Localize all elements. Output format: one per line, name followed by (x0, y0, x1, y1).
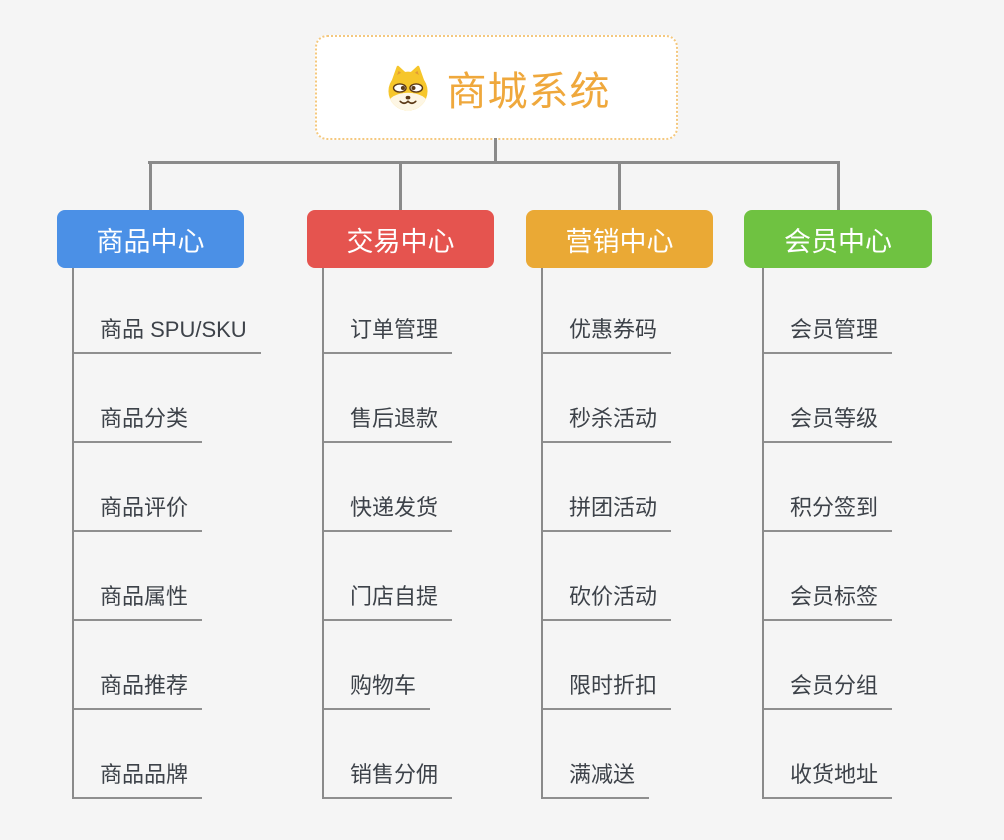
connector-horizontal-bus (148, 161, 840, 164)
branch-node-product-center[interactable]: 商品中心 (57, 210, 244, 268)
child-label: 快递发货 (350, 495, 439, 520)
child-label: 商品属性 (100, 584, 189, 609)
child-node[interactable]: 门店自提 (322, 532, 453, 621)
shiba-dog-icon (387, 65, 428, 111)
child-label: 订单管理 (350, 317, 439, 342)
connector-root-drop (494, 138, 497, 163)
branch-label: 营销中心 (565, 226, 674, 257)
child-node[interactable]: 销售分佣 (322, 710, 453, 799)
child-node[interactable]: 商品评价 (72, 443, 203, 532)
branch-children-column: 会员管理会员等级积分签到会员标签会员分组收货地址 (762, 268, 893, 799)
connector-branch-drop (836, 164, 840, 210)
child-node[interactable]: 会员管理 (762, 268, 893, 354)
child-node[interactable]: 快递发货 (322, 443, 453, 532)
branch-node-member-center[interactable]: 会员中心 (744, 210, 932, 268)
child-label: 门店自提 (350, 584, 439, 609)
child-node[interactable]: 砍价活动 (541, 532, 672, 621)
child-label: 商品推荐 (100, 673, 189, 698)
child-node[interactable]: 秒杀活动 (541, 354, 672, 443)
connector-branch-drop (398, 164, 402, 210)
child-node[interactable]: 拼团活动 (541, 443, 672, 532)
child-label: 秒杀活动 (569, 406, 658, 431)
child-label: 商品评价 (100, 495, 189, 520)
child-node[interactable]: 商品分类 (72, 354, 203, 443)
child-node[interactable]: 收货地址 (762, 710, 893, 799)
branch-label: 商品中心 (96, 226, 205, 257)
branch-label: 交易中心 (346, 226, 455, 257)
child-label: 限时折扣 (569, 673, 658, 698)
branch-node-marketing-center[interactable]: 营销中心 (526, 210, 713, 268)
child-label: 优惠券码 (569, 317, 658, 342)
child-node[interactable]: 商品推荐 (72, 621, 203, 710)
child-node[interactable]: 会员标签 (762, 532, 893, 621)
child-node[interactable]: 售后退款 (322, 354, 453, 443)
child-node[interactable]: 商品品牌 (72, 710, 203, 799)
root-title: 商城系统 (446, 69, 611, 114)
child-node[interactable]: 商品属性 (72, 532, 203, 621)
child-label: 商品 SPU/SKU (100, 317, 247, 342)
child-label: 会员分组 (790, 673, 879, 698)
child-label: 拼团活动 (569, 495, 658, 520)
child-label: 销售分佣 (350, 762, 439, 787)
child-label: 会员管理 (790, 317, 879, 342)
child-node[interactable]: 购物车 (322, 621, 431, 710)
branch-label: 会员中心 (784, 226, 892, 257)
child-node[interactable]: 订单管理 (322, 268, 453, 354)
child-label: 售后退款 (350, 406, 439, 431)
child-label: 会员等级 (790, 406, 879, 431)
child-node[interactable]: 会员分组 (762, 621, 893, 710)
branch-children-column: 商品 SPU/SKU 商品分类商品评价商品属性商品推荐商品品牌 (72, 268, 261, 799)
root-node[interactable]: 商城系统 (315, 35, 678, 140)
branch-children-column: 订单管理售后退款快递发货门店自提购物车销售分佣 (322, 268, 453, 799)
child-label: 会员标签 (790, 584, 879, 609)
child-label: 购物车 (350, 673, 417, 698)
child-node[interactable]: 商品 SPU/SKU (72, 268, 261, 354)
child-node[interactable]: 会员等级 (762, 354, 893, 443)
child-node[interactable]: 满减送 (541, 710, 650, 799)
child-node[interactable]: 优惠券码 (541, 268, 672, 354)
branch-children-column: 优惠券码秒杀活动拼团活动砍价活动限时折扣满减送 (541, 268, 672, 799)
child-label: 砍价活动 (569, 584, 658, 609)
child-label: 满减送 (569, 762, 636, 787)
child-node[interactable]: 限时折扣 (541, 621, 672, 710)
child-label: 收货地址 (790, 762, 879, 787)
branch-node-trade-center[interactable]: 交易中心 (307, 210, 494, 268)
child-node[interactable]: 积分签到 (762, 443, 893, 532)
child-label: 积分签到 (790, 495, 879, 520)
connector-branch-drop (148, 164, 152, 210)
connector-branch-drop (617, 164, 621, 210)
child-label: 商品分类 (100, 406, 189, 431)
child-label: 商品品牌 (100, 762, 189, 787)
